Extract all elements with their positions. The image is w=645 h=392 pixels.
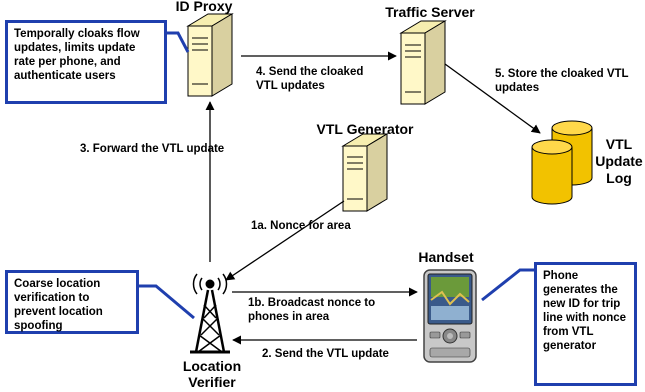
id-proxy-server-icon bbox=[186, 13, 234, 97]
traffic-server-icon bbox=[399, 20, 447, 105]
phone-icon bbox=[423, 269, 477, 363]
step1a-label: 1a. Nonce for area bbox=[251, 220, 351, 232]
step2-label: 2. Send the VTL update bbox=[262, 348, 389, 360]
vtl-generator-server-icon bbox=[341, 133, 389, 212]
proxy-callout: Temporally cloaks flow updates, limits u… bbox=[5, 20, 167, 104]
step1b-label-line1: 1b. Broadcast nonce to bbox=[248, 297, 375, 309]
verifier-callout: Coarse location verification to prevent … bbox=[5, 270, 139, 334]
phone-callout: Phone generates the new ID for trip line… bbox=[534, 262, 637, 386]
step4-label-line1: 4. Send the cloaked bbox=[256, 66, 363, 78]
traffic-server-label: Traffic Server bbox=[385, 4, 475, 20]
proxy-callout-pointer bbox=[166, 31, 190, 53]
vtl-update-log-line3: Log bbox=[606, 170, 632, 186]
vtl-generator-label: VTL Generator bbox=[317, 121, 415, 137]
handset-label: Handset bbox=[418, 249, 474, 265]
location-verifier-line2: Verifier bbox=[188, 374, 236, 390]
step5-label-line1: 5. Store the cloaked VTL bbox=[495, 68, 629, 80]
database-icon bbox=[531, 120, 593, 205]
vtl-update-log-line2: Update bbox=[595, 153, 643, 169]
radio-tower-icon bbox=[190, 273, 230, 354]
step3-label: 3. Forward the VTL update bbox=[80, 143, 224, 155]
verifier-callout-pointer bbox=[138, 284, 195, 320]
phone-callout-pointer bbox=[481, 268, 534, 302]
step5-label-line2: updates bbox=[495, 82, 539, 94]
location-verifier-line1: Location bbox=[183, 358, 241, 374]
step4-label-line2: VTL updates bbox=[256, 80, 325, 92]
arrow-step1a bbox=[225, 200, 345, 281]
arrow-step5 bbox=[444, 63, 541, 134]
vtl-update-log-line1: VTL bbox=[606, 136, 633, 152]
id-proxy-label: ID Proxy bbox=[176, 0, 233, 14]
step1b-label-line2: phones in area bbox=[248, 311, 330, 323]
